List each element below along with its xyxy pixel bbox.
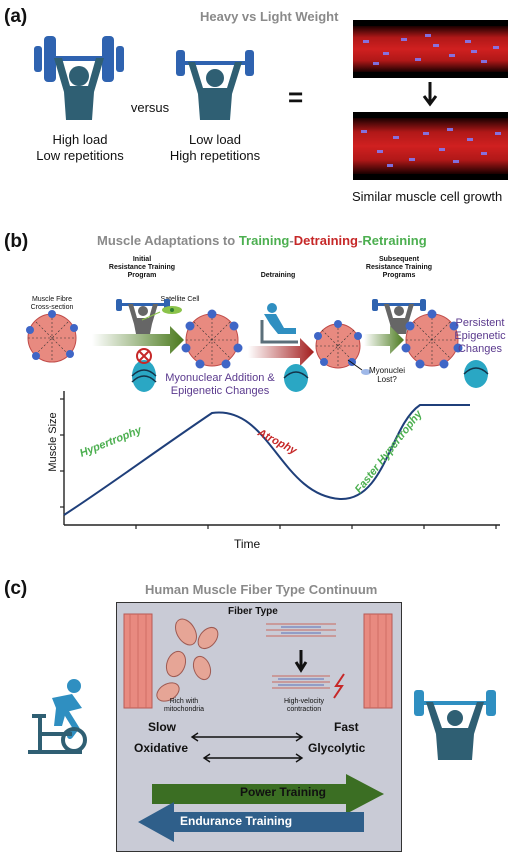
versus-label: versus [130,100,170,115]
person-lifting-icon-1 [116,299,170,334]
endurance-training-arrow [138,802,364,842]
weightlifter-icon-c [414,690,496,760]
oxidative-glycolytic-arrow [202,753,304,763]
fiber-cross-section-3 [314,320,371,375]
satellite-cell-label: Satellite Cell [160,296,200,303]
slow-fiber-icon [123,613,153,709]
result-caption: Similar muscle cell growth [352,189,503,204]
fiber-type-label: Fiber Type [228,606,278,617]
endurance-training-label: Endurance Training [180,814,293,828]
glycolytic-label: Glycolytic [308,741,366,755]
oxidative-label: Oxidative [134,741,189,755]
light-weightlifter-icon [176,50,254,120]
equals-sign: = [288,82,304,112]
down-arrow-icon [422,82,438,107]
fiber-type-diagram [123,613,393,842]
subsequent-programs-label: Subsequent Resistance Training Programs [365,256,433,279]
slow-label: Slow [148,720,177,734]
fiber-cross-section-2 [181,309,243,369]
lost-arrow [347,359,363,371]
cross-section-label: Muscle Fibre Cross-section [30,296,74,311]
cyclist-icon [28,679,87,754]
muscle-size-curve [63,404,470,516]
detraining-label: Detraining [260,272,296,279]
sarcomere-icon [266,623,345,699]
heavy-weightlifter-icon [34,36,124,120]
histone-icon-1 [131,348,157,392]
initial-program-label: Initial Resistance Training Program [108,256,176,279]
mitochondria-label: Rich with mitochondria [163,698,205,713]
panel-a-title: Heavy vs Light Weight [200,9,339,24]
fast-label: Fast [334,720,359,734]
low-load-caption: Low load High repetitions [169,132,261,163]
training-arrow [92,326,184,354]
panel-b-label: (b) [4,231,29,252]
slow-fast-arrow [190,732,304,742]
high-load-caption: High load Low repetitions [36,132,124,163]
power-training-arrow [152,774,384,814]
y-axis-label: Muscle Size [47,412,59,472]
satellite-cell-icon [141,306,182,321]
resting-person-icon [260,303,298,344]
muscle-size-chart [60,391,500,529]
panel-c-title: Human Muscle Fiber Type Continuum [145,582,378,597]
adaptation-diagram [26,299,489,392]
persistent-label: Persistent Epigenetic Changes [454,317,506,355]
panel-b-title: Muscle Adaptations to Training-Detrainin… [97,233,427,248]
muscle-cell-micrographs [353,20,508,180]
retraining-arrow [364,326,404,354]
velocity-label: High-velocity contraction [283,698,325,713]
panel-a-label: (a) [4,6,28,27]
panel-c-label: (c) [4,578,28,599]
power-training-label: Power Training [240,785,327,799]
fiber-cross-section-1 [26,310,78,363]
detraining-arrow [248,338,314,366]
x-axis-label: Time [234,537,261,551]
myonuclei-lost-label: Myonuclei Lost? [368,366,405,384]
mitochondria-icon [156,618,219,702]
histone-icon-3 [463,360,489,388]
histone-icon-2 [283,364,309,392]
fiber-cross-section-4 [401,309,463,369]
fast-fiber-icon [363,613,393,709]
myonuclear-label: Myonuclear Addition & Epigenetic Changes [165,372,275,397]
